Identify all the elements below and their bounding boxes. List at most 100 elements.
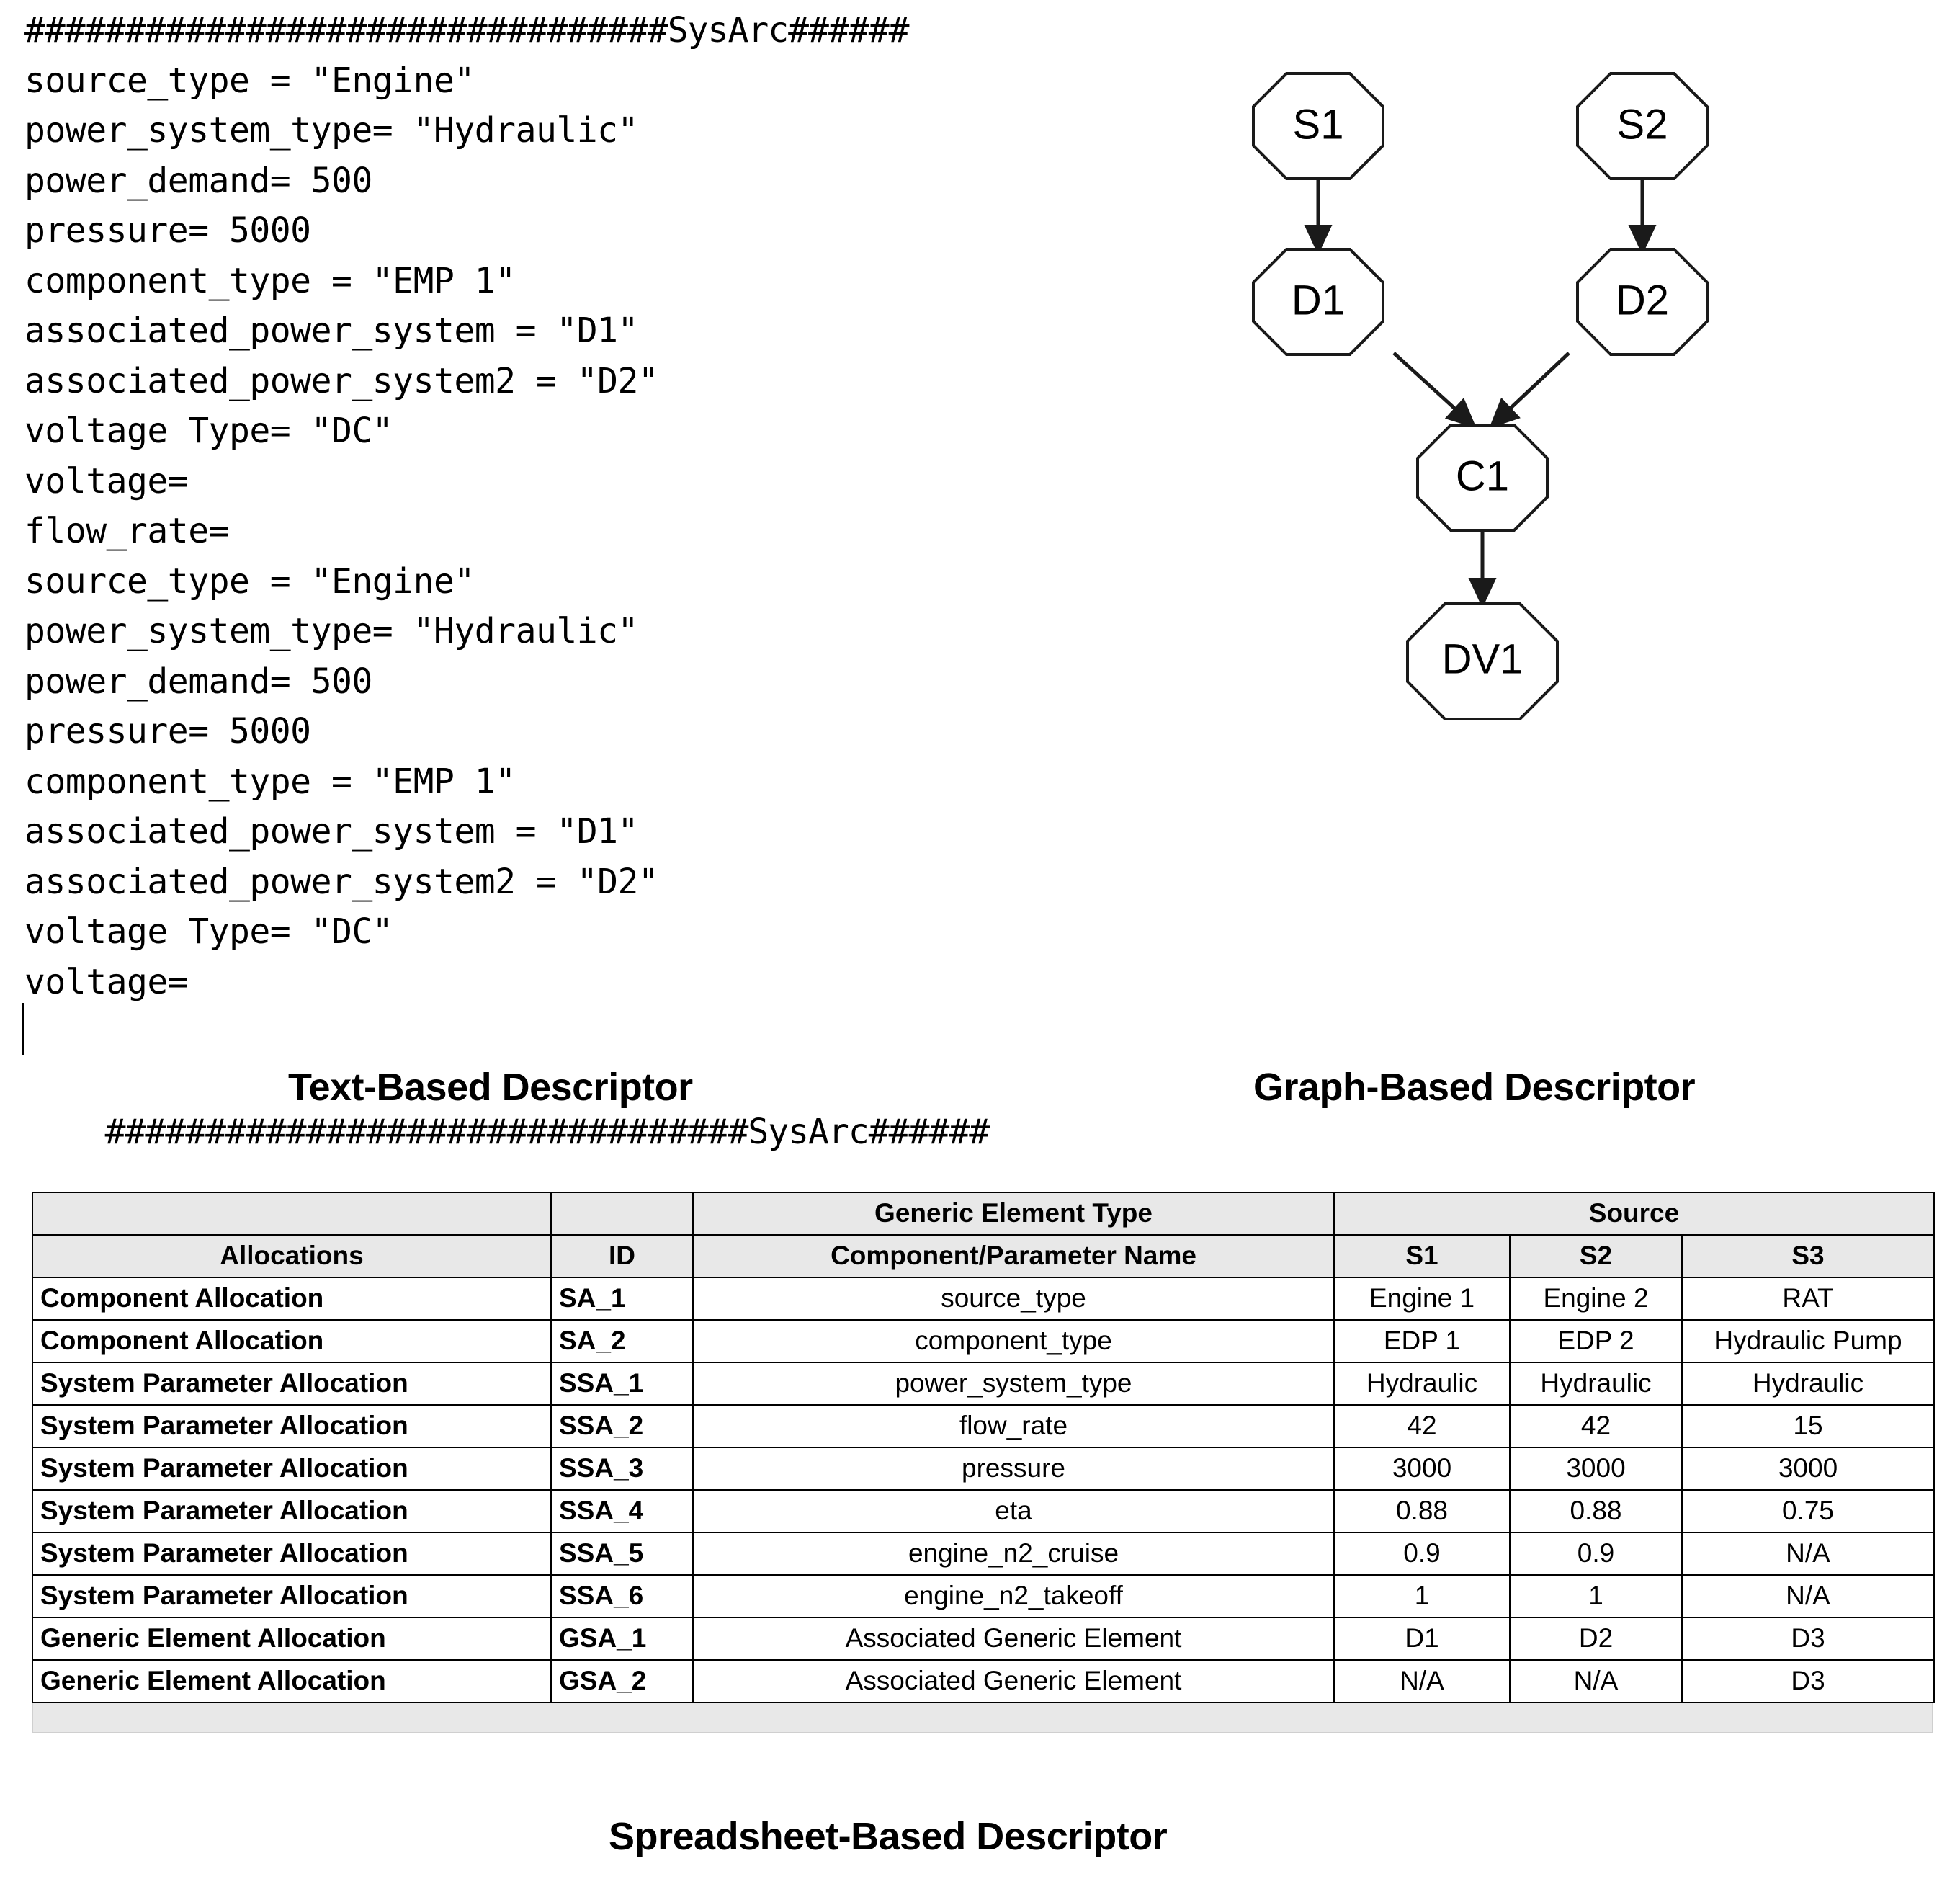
graph-node-s1-label: S1 <box>1293 101 1344 148</box>
graph-node-dv1[interactable]: DV1 <box>1406 602 1559 720</box>
caption-spreadsheet-based-descriptor: Spreadsheet-Based Descriptor <box>609 1815 1168 1858</box>
column-header-allocations: Allocations <box>32 1234 552 1278</box>
cell-id: SSA_1 <box>550 1362 694 1406</box>
table-row: System Parameter Allocation SSA_1 power_… <box>32 1362 1935 1406</box>
cell-s3: D3 <box>1681 1617 1935 1661</box>
code-line-flow-rate-1: flow_rate= <box>24 511 229 551</box>
cell-s2: Hydraulic <box>1509 1362 1683 1406</box>
column-header-id: ID <box>550 1234 694 1278</box>
code-line-header-rule: ################################SysArc##… <box>24 10 910 50</box>
code-line-footer-rule: ################################SysArc##… <box>22 1003 1119 1208</box>
table-row: Generic Element Allocation GSA_2 Associa… <box>32 1659 1935 1703</box>
code-line-voltage-1: voltage= <box>24 460 189 501</box>
cell-name: power_system_type <box>692 1362 1335 1406</box>
table-row: Component Allocation SA_1 source_type En… <box>32 1277 1935 1321</box>
allocations-table: Generic Element Type Source Allocations … <box>32 1192 1935 1703</box>
table-row: System Parameter Allocation SSA_4 eta 0.… <box>32 1489 1935 1533</box>
graph-node-d2-label: D2 <box>1616 277 1669 323</box>
cell-id: SSA_4 <box>550 1489 694 1533</box>
cell-s2: 1 <box>1509 1574 1683 1618</box>
cell-s1: Hydraulic <box>1333 1362 1511 1406</box>
code-line-voltage-type-1: voltage Type= "DC" <box>24 411 393 451</box>
graph-node-c1-label: C1 <box>1456 452 1509 499</box>
cell-id: SA_2 <box>550 1319 694 1363</box>
graph-edges <box>1304 177 1657 609</box>
cell-name: Associated Generic Element <box>692 1617 1335 1661</box>
code-line-component-type-2: component_type = "EMP 1" <box>24 761 516 802</box>
caption-graph-based-descriptor: Graph-Based Descriptor <box>1253 1066 1696 1109</box>
cell-s3: D3 <box>1681 1659 1935 1703</box>
cell-name: pressure <box>692 1447 1335 1491</box>
graph-node-d2[interactable]: D2 <box>1576 248 1709 356</box>
cell-s1: N/A <box>1333 1659 1511 1703</box>
graph-node-s1[interactable]: S1 <box>1252 72 1384 180</box>
cell-s3: 0.75 <box>1681 1489 1935 1533</box>
code-line-power-demand-2: power_demand= 500 <box>24 661 372 702</box>
cell-s2: D2 <box>1509 1617 1683 1661</box>
cell-s3: Hydraulic <box>1681 1362 1935 1406</box>
cell-s3: Hydraulic Pump <box>1681 1319 1935 1363</box>
cell-name: eta <box>692 1489 1335 1533</box>
cell-id: SSA_6 <box>550 1574 694 1618</box>
graph-node-d1[interactable]: D1 <box>1252 248 1384 356</box>
column-header-s3: S3 <box>1681 1234 1935 1278</box>
code-line-pressure-2: pressure= 5000 <box>24 711 311 751</box>
cell-name: source_type <box>692 1277 1335 1321</box>
code-line-power-system-type-2: power_system_type= "Hydraulic" <box>24 611 638 651</box>
table-row: System Parameter Allocation SSA_3 pressu… <box>32 1447 1935 1491</box>
code-line-associated-power-system-2: associated_power_system = "D1" <box>24 811 638 852</box>
column-header-s1: S1 <box>1333 1234 1511 1278</box>
cell-name: engine_n2_takeoff <box>692 1574 1335 1618</box>
cell-allocation: Generic Element Allocation <box>32 1659 552 1703</box>
table-row: System Parameter Allocation SSA_2 flow_r… <box>32 1404 1935 1448</box>
code-line-voltage-2: voltage= <box>24 961 189 1002</box>
table-column-header-row: Allocations ID Component/Parameter Name … <box>32 1234 1935 1278</box>
cell-s2: 0.9 <box>1509 1532 1683 1576</box>
cell-s1: 0.88 <box>1333 1489 1511 1533</box>
graph-based-descriptor-panel: S1 S2 D1 D2 C1 DV1 <box>1153 58 1945 836</box>
cell-s2: 0.88 <box>1509 1489 1683 1533</box>
cell-name: flow_rate <box>692 1404 1335 1448</box>
table-head: Generic Element Type Source Allocations … <box>32 1192 1935 1278</box>
cell-s3: RAT <box>1681 1277 1935 1321</box>
cell-s3: N/A <box>1681 1574 1935 1618</box>
cell-name: engine_n2_cruise <box>692 1532 1335 1576</box>
caption-text-based-descriptor: Text-Based Descriptor <box>288 1066 693 1109</box>
graph-node-dv1-label: DV1 <box>1442 635 1523 682</box>
cell-s3: N/A <box>1681 1532 1935 1576</box>
cell-s2: N/A <box>1509 1659 1683 1703</box>
group-header-blank <box>32 1192 552 1236</box>
cell-allocation: System Parameter Allocation <box>32 1574 552 1618</box>
graph-node-s2-label: S2 <box>1617 101 1668 148</box>
cell-name: Associated Generic Element <box>692 1659 1335 1703</box>
cell-s3: 3000 <box>1681 1447 1935 1491</box>
cell-allocation: System Parameter Allocation <box>32 1362 552 1406</box>
cell-allocation: Component Allocation <box>32 1277 552 1321</box>
cell-s1: Engine 1 <box>1333 1277 1511 1321</box>
cell-name: component_type <box>692 1319 1335 1363</box>
cell-s1: 0.9 <box>1333 1532 1511 1576</box>
group-header-generic-element-type: Generic Element Type <box>692 1192 1335 1236</box>
cell-s2: 42 <box>1509 1404 1683 1448</box>
graph-node-d1-label: D1 <box>1292 277 1345 323</box>
table-row: System Parameter Allocation SSA_6 engine… <box>32 1574 1935 1618</box>
cell-allocation: System Parameter Allocation <box>32 1532 552 1576</box>
table-footer-strip <box>32 1703 1933 1733</box>
table-row: System Parameter Allocation SSA_5 engine… <box>32 1532 1935 1576</box>
cell-allocation: Generic Element Allocation <box>32 1617 552 1661</box>
text-based-descriptor-panel: ################################SysArc##… <box>22 6 1119 1208</box>
graph-node-c1[interactable]: C1 <box>1416 424 1549 532</box>
code-line-voltage-type-2: voltage Type= "DC" <box>24 911 393 952</box>
code-line-associated-power-system2-2: associated_power_system2 = "D2" <box>24 861 659 902</box>
cell-allocation: Component Allocation <box>32 1319 552 1363</box>
cell-s1: EDP 1 <box>1333 1319 1511 1363</box>
edge-d2-to-c1 <box>1489 352 1570 429</box>
code-line-associated-power-system2-1: associated_power_system2 = "D2" <box>24 360 659 401</box>
graph-node-s2[interactable]: S2 <box>1576 72 1709 180</box>
code-line-associated-power-system-1: associated_power_system = "D1" <box>24 311 638 351</box>
text-cursor-caret <box>22 1003 24 1055</box>
column-header-component-parameter-name: Component/Parameter Name <box>692 1234 1335 1278</box>
cell-s1: 1 <box>1333 1574 1511 1618</box>
cell-id: GSA_1 <box>550 1617 694 1661</box>
code-line-source-type-1: source_type = "Engine" <box>24 60 475 101</box>
